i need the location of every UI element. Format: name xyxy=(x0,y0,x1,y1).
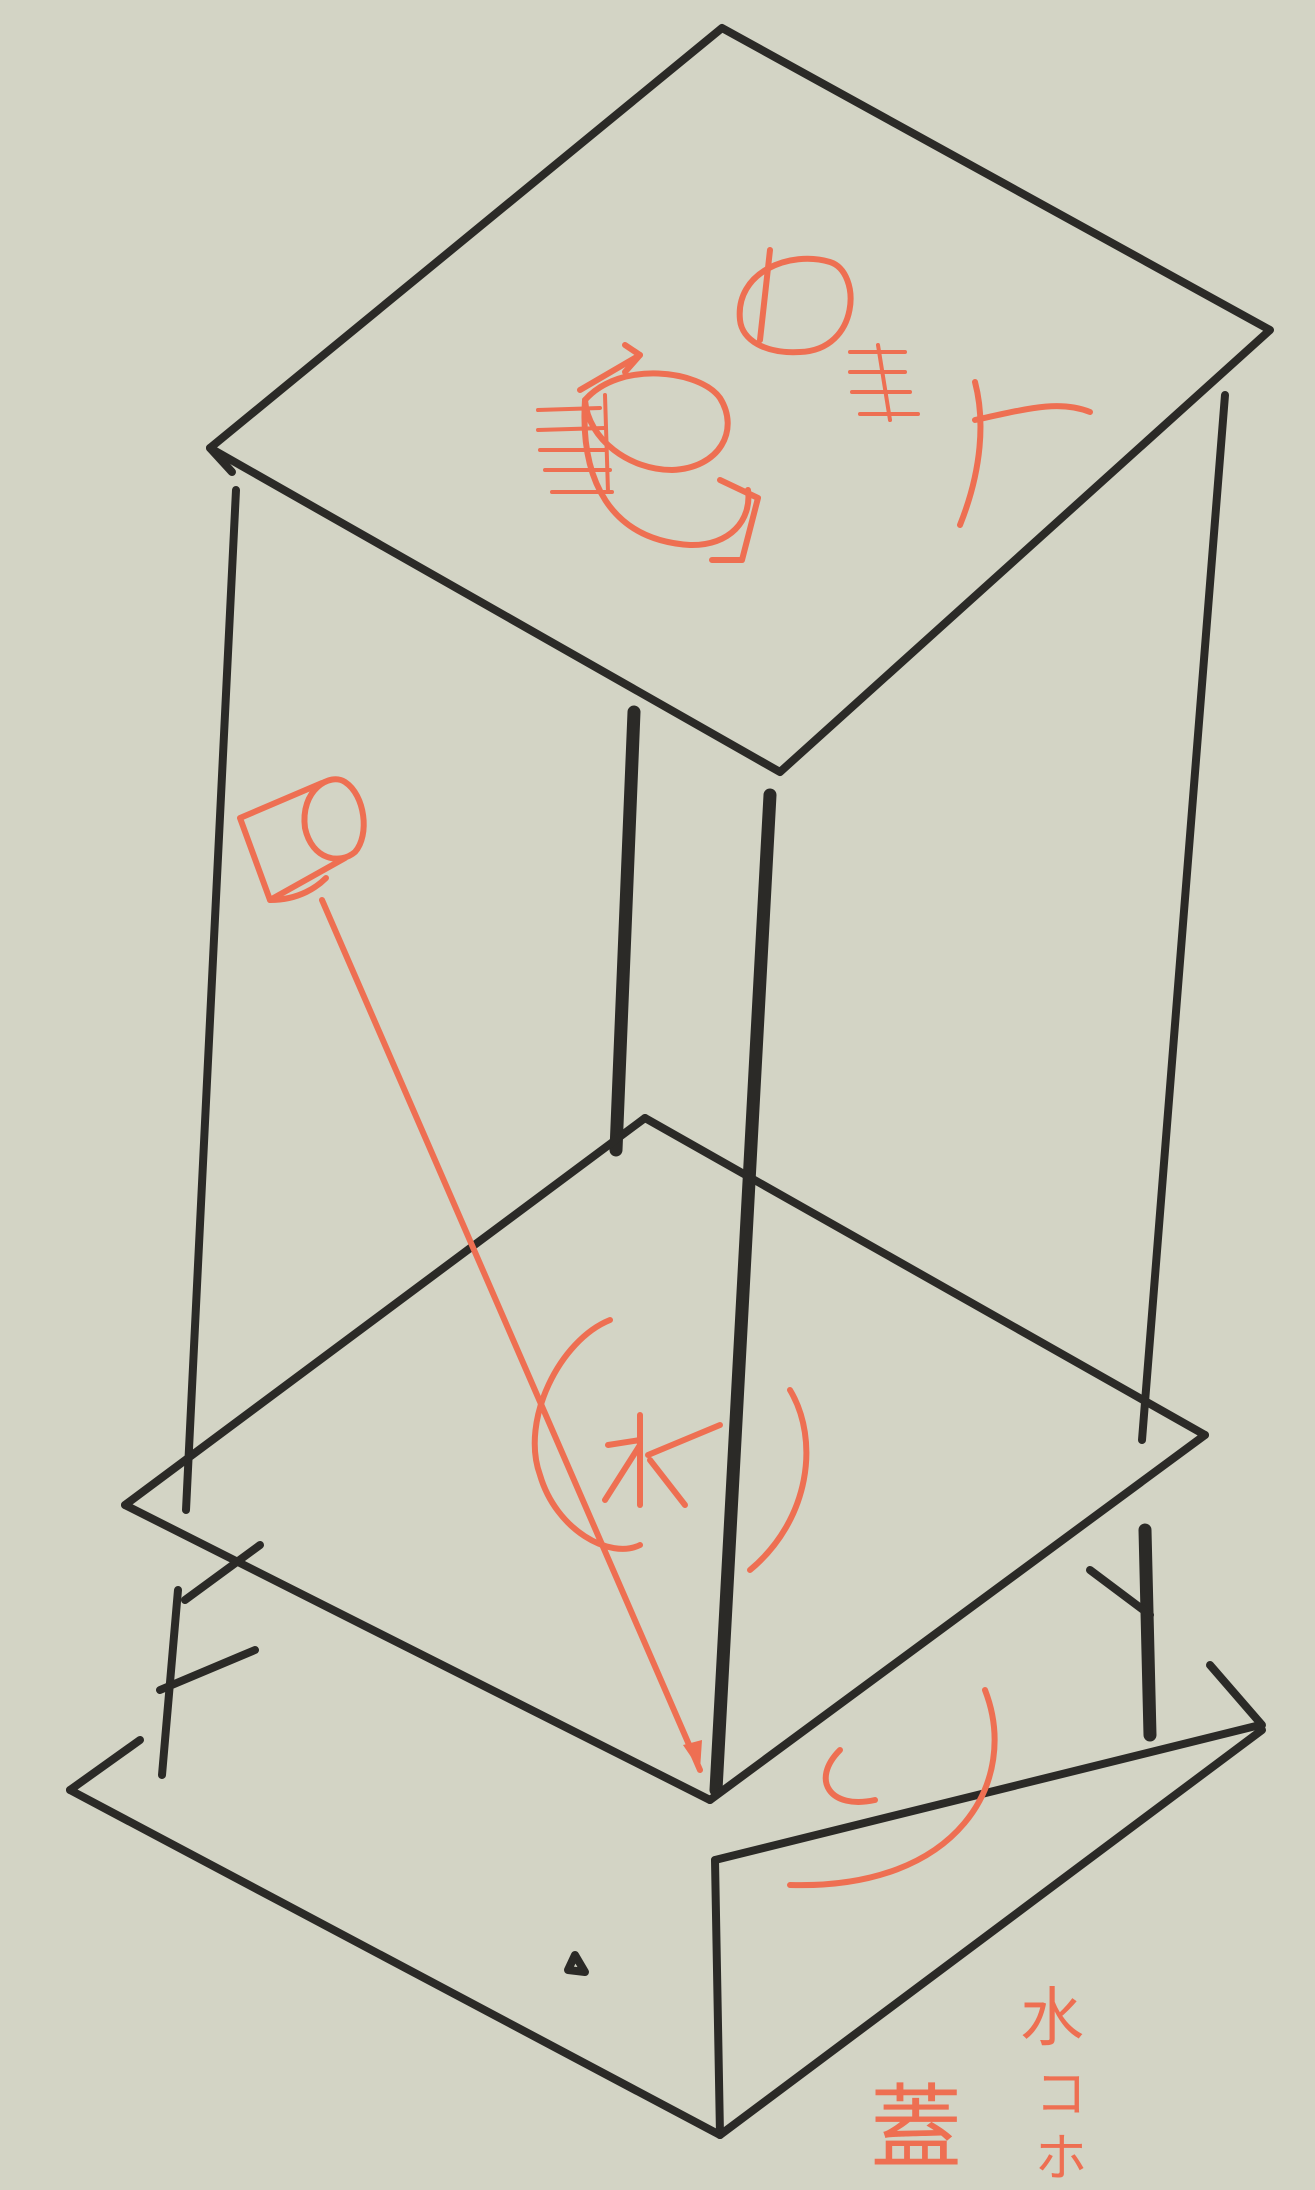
water-vertical-label-3: ホ xyxy=(1035,2129,1087,2189)
lid-note-label: 蓋 xyxy=(870,2075,962,2182)
water-vertical-label-1: 水 xyxy=(1020,1982,1084,2056)
water-vertical-label-2: コ xyxy=(1035,2065,1087,2125)
